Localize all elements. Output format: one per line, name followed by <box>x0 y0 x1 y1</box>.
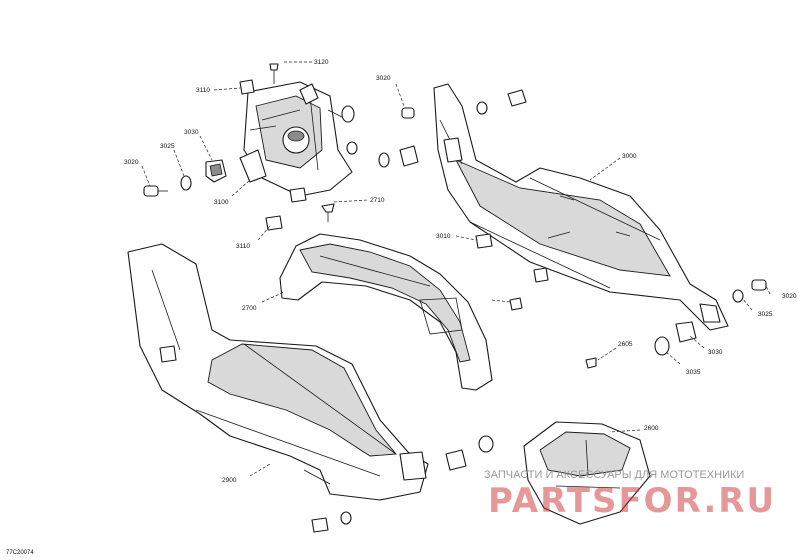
label-3020-left: 3020 <box>124 159 139 166</box>
bracket-3100 <box>239 81 353 197</box>
washer-lower-center <box>478 435 494 453</box>
rivet-3030-left <box>205 159 227 183</box>
leader-lines <box>141 61 771 477</box>
washer-right-3100 <box>341 105 358 155</box>
washer-upper-right <box>476 101 488 115</box>
label-2900: 2900 <box>222 477 237 484</box>
watermark-brand: PARTSFOR.RU <box>488 481 776 521</box>
label-2710: 2710 <box>370 197 385 204</box>
screw-3020-upper <box>401 107 415 119</box>
label-3035: 3035 <box>686 369 701 376</box>
rivet-lower-left <box>311 517 329 533</box>
diagram-code: 77C20074 <box>6 550 34 556</box>
label-3025-right: 3025 <box>758 311 773 318</box>
plug-fender-right <box>509 297 523 311</box>
washer-3025-left <box>180 175 192 191</box>
rivet-2710 <box>321 203 335 222</box>
label-3110-lower: 3110 <box>236 243 250 250</box>
washer-3035 <box>654 336 670 356</box>
label-3030-left: 3030 <box>184 129 199 136</box>
panel-2900 <box>127 243 429 501</box>
fastener-3120 <box>269 63 279 84</box>
panel-3000 <box>433 83 729 331</box>
rivet-3030-right <box>675 321 697 343</box>
label-3030-right: 3030 <box>708 349 723 356</box>
label-3010: 3010 <box>436 233 451 240</box>
screw-3020-left <box>143 185 168 197</box>
clip-3110-upper <box>239 79 255 95</box>
washer-upper-mid <box>378 152 390 168</box>
label-3100: 3100 <box>214 199 229 206</box>
label-3020-right: 3020 <box>782 293 797 300</box>
clip-3110-lower <box>265 215 283 231</box>
label-3120: 3120 <box>314 59 329 66</box>
rivet-lower-center <box>445 449 467 471</box>
watermark-tagline: ЗАПЧАСТИ И АКСЕССУАРЫ ДЛЯ МОТОТЕХНИКИ <box>484 469 744 481</box>
plug-upper-right <box>507 89 527 107</box>
washer-lower-left <box>340 511 352 525</box>
label-2605: 2605 <box>618 341 633 348</box>
clip-3010 <box>475 233 493 249</box>
label-3025-left: 3025 <box>160 143 175 150</box>
label-3000: 3000 <box>622 153 637 160</box>
clip-upper-right <box>289 187 307 203</box>
clip-panel-lower <box>533 267 549 283</box>
part-labels: 3120 3110 3030 3025 3020 3100 3110 2710 … <box>124 59 797 484</box>
label-2700: 2700 <box>242 305 257 312</box>
fender-2700 <box>279 233 493 391</box>
watermark: ЗАПЧАСТИ И АКСЕССУАРЫ ДЛЯ МОТОТЕХНИКИ PA… <box>484 469 776 521</box>
box-2600 <box>523 421 651 525</box>
label-3110-upper: 3110 <box>196 87 210 94</box>
washer-3025-right <box>732 289 744 303</box>
screw-2605 <box>585 357 597 369</box>
label-2600: 2600 <box>644 425 659 432</box>
rivet-3030-upper <box>399 145 419 167</box>
screw-3020-right <box>751 279 767 291</box>
label-3020-upper: 3020 <box>376 75 391 82</box>
